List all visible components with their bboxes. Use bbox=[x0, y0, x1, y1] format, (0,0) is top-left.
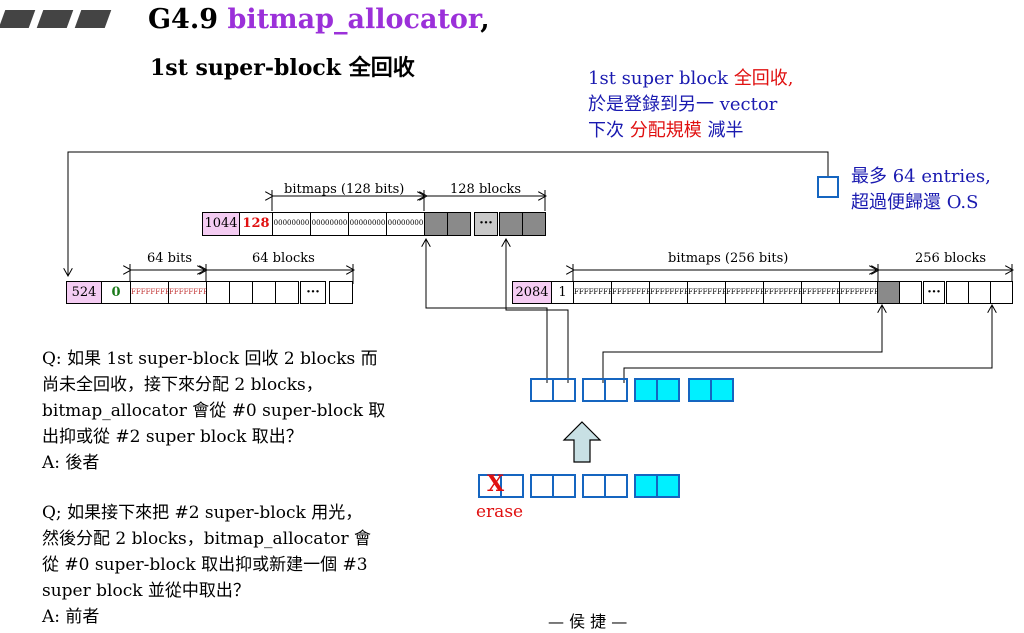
block-size-cell: 524 bbox=[66, 281, 102, 304]
memory-block bbox=[899, 281, 922, 304]
memory-block bbox=[990, 281, 1013, 304]
ellipsis-cell: ··· bbox=[300, 281, 326, 304]
erase-label: erase bbox=[476, 502, 524, 522]
question-1-line: 出抑或從 #2 super block 取出？ bbox=[42, 427, 303, 447]
entries-note-line-1: 最多 64 entries, bbox=[851, 166, 991, 187]
memory-block bbox=[275, 281, 299, 304]
blocks-label: 128 blocks bbox=[450, 182, 522, 197]
memory-block bbox=[424, 212, 448, 236]
entry-pair bbox=[582, 474, 628, 498]
question-1-line: Q: 如果 1st super-block 回收 2 blocks 而 bbox=[42, 349, 378, 369]
ellipsis-cell: ··· bbox=[923, 281, 945, 304]
memory-block bbox=[522, 212, 546, 236]
bitmap-cell: FFFFFFFF bbox=[130, 281, 169, 304]
question-1-line: 尚未全回收，接下來分配 2 blocks， bbox=[42, 375, 323, 395]
question-1-line: bitmap_allocator 會從 #0 super-block 取 bbox=[42, 401, 386, 421]
free-list-entry-box bbox=[817, 176, 839, 198]
page-subtitle: 1st super-block 全回收 bbox=[150, 55, 415, 81]
title-highlight: bitmap_allocator bbox=[227, 4, 481, 35]
blocks-label: 64 blocks bbox=[252, 251, 315, 266]
memory-block bbox=[252, 281, 276, 304]
free-count-cell: 1 bbox=[551, 281, 574, 304]
bitmap-cell: 00000000 bbox=[272, 212, 311, 236]
bitmap-cell: FFFFFFFF bbox=[763, 281, 802, 304]
bitmap-cell: FFFFFFFF bbox=[168, 281, 207, 304]
bitmap-cell: FFFFFFFF bbox=[649, 281, 688, 304]
entry-pair bbox=[530, 474, 576, 498]
bitmap-cell: FFFFFFFF bbox=[687, 281, 726, 304]
answer-1: A: 後者 bbox=[42, 453, 100, 473]
up-arrow-icon bbox=[562, 421, 602, 463]
bitmap-cell: 00000000 bbox=[386, 212, 425, 236]
erase-mark-icon: X bbox=[487, 471, 505, 497]
bitmap-cell: FFFFFFFF bbox=[611, 281, 650, 304]
memory-block bbox=[877, 281, 900, 304]
entry-pair bbox=[688, 378, 734, 402]
bitmap-cell: FFFFFFFF bbox=[573, 281, 612, 304]
entry-pair bbox=[582, 378, 628, 402]
entries-note-line-2: 超過便歸還 O.S bbox=[851, 192, 979, 213]
answer-2: A: 前者 bbox=[42, 607, 100, 627]
memory-block bbox=[499, 212, 523, 236]
recycle-note: 1st super block 全回收, 於是登錄到另一 vector 下次 分… bbox=[588, 66, 794, 144]
entry-pair bbox=[634, 378, 680, 402]
note-line-3: 下次 分配規模 減半 bbox=[588, 120, 744, 141]
memory-block bbox=[329, 281, 353, 304]
question-2-line: super block 並從中取出？ bbox=[42, 581, 250, 601]
bitmap-label: 64 bits bbox=[147, 251, 193, 266]
title-prefix: G4.9 bbox=[148, 4, 228, 35]
block-size-cell: 1044 bbox=[202, 212, 240, 236]
title-suffix: , bbox=[480, 4, 490, 35]
free-count-cell: 0 bbox=[101, 281, 131, 304]
memory-block bbox=[447, 212, 471, 236]
bitmap-label: bitmaps (256 bits) bbox=[668, 251, 789, 266]
page-title: G4.9 bitmap_allocator, bbox=[148, 4, 490, 35]
question-2-line: 從 #0 super-block 取出抑或新建一個 #3 bbox=[42, 555, 368, 575]
bitmap-cell: 00000000 bbox=[348, 212, 387, 236]
block-size-cell: 2084 bbox=[512, 281, 552, 304]
memory-block bbox=[229, 281, 253, 304]
question-2-line: Q; 如果接下來把 #2 super-block 用光， bbox=[42, 503, 363, 523]
bitmap-cell: FFFFFFFF bbox=[725, 281, 764, 304]
entry-pair bbox=[634, 474, 680, 498]
note-line-2: 於是登錄到另一 vector bbox=[588, 94, 778, 115]
memory-block bbox=[946, 281, 969, 304]
entries-note: 最多 64 entries, 超過便歸還 O.S bbox=[851, 164, 991, 216]
blocks-label: 256 blocks bbox=[915, 251, 987, 266]
ellipsis-cell: ··· bbox=[474, 212, 498, 236]
note-line-1: 1st super block 全回收, bbox=[588, 68, 794, 89]
entry-pair-erased bbox=[478, 474, 524, 498]
free-count-cell: 128 bbox=[239, 212, 273, 236]
bitmap-cell: 00000000 bbox=[310, 212, 349, 236]
memory-block bbox=[968, 281, 991, 304]
footer-author: — 侯 捷 — bbox=[548, 612, 628, 631]
memory-block bbox=[206, 281, 230, 304]
bitmap-label: bitmaps (128 bits) bbox=[284, 182, 405, 197]
qa-block-2: Q; 如果接下來把 #2 super-block 用光， 然後分配 2 bloc… bbox=[42, 500, 371, 630]
entry-pair bbox=[530, 378, 576, 402]
bitmap-cell: FFFFFFFE bbox=[801, 281, 840, 304]
qa-block-1: Q: 如果 1st super-block 回收 2 blocks 而 尚未全回… bbox=[42, 346, 385, 476]
question-2-line: 然後分配 2 blocks，bitmap_allocator 會 bbox=[42, 529, 372, 549]
bitmap-cell: FFFFFFFF bbox=[839, 281, 878, 304]
